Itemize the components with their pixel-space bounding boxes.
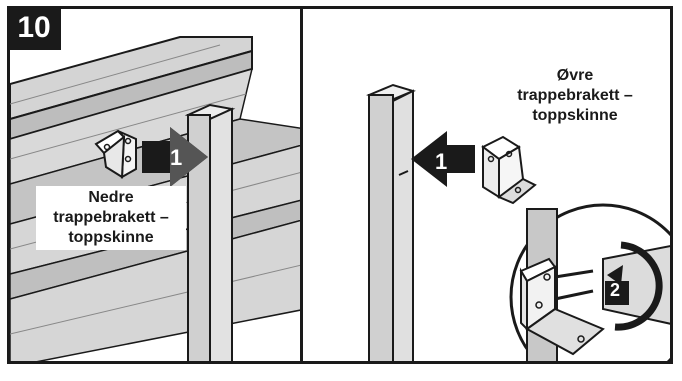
label-line: toppskinne [500,106,650,126]
label-line: toppskinne [36,228,186,248]
label-line: Øvre [500,66,650,86]
step-number-badge: 10 [7,6,61,50]
upper-bracket-label: Øvre trappebrakett – toppskinne [500,66,650,126]
post-front [369,95,393,364]
label-line: trappebrakett – [36,208,186,228]
left-panel: 1 [7,6,303,364]
detail-step-number: 2 [610,280,620,301]
upper-bracket-icon [483,137,535,203]
lower-bracket-label: Nedre trappebrakett – toppskinne [36,186,186,250]
label-line: Nedre [36,188,186,208]
post-side [393,91,413,364]
arrow-step-number: 1 [170,145,182,171]
arrow-step-number: 1 [435,149,447,175]
right-panel-illustration [303,9,673,364]
detail-circle [511,205,673,364]
right-panel: 1 2 [300,6,673,364]
label-line: trappebrakett – [500,86,650,106]
post-side [210,109,232,364]
